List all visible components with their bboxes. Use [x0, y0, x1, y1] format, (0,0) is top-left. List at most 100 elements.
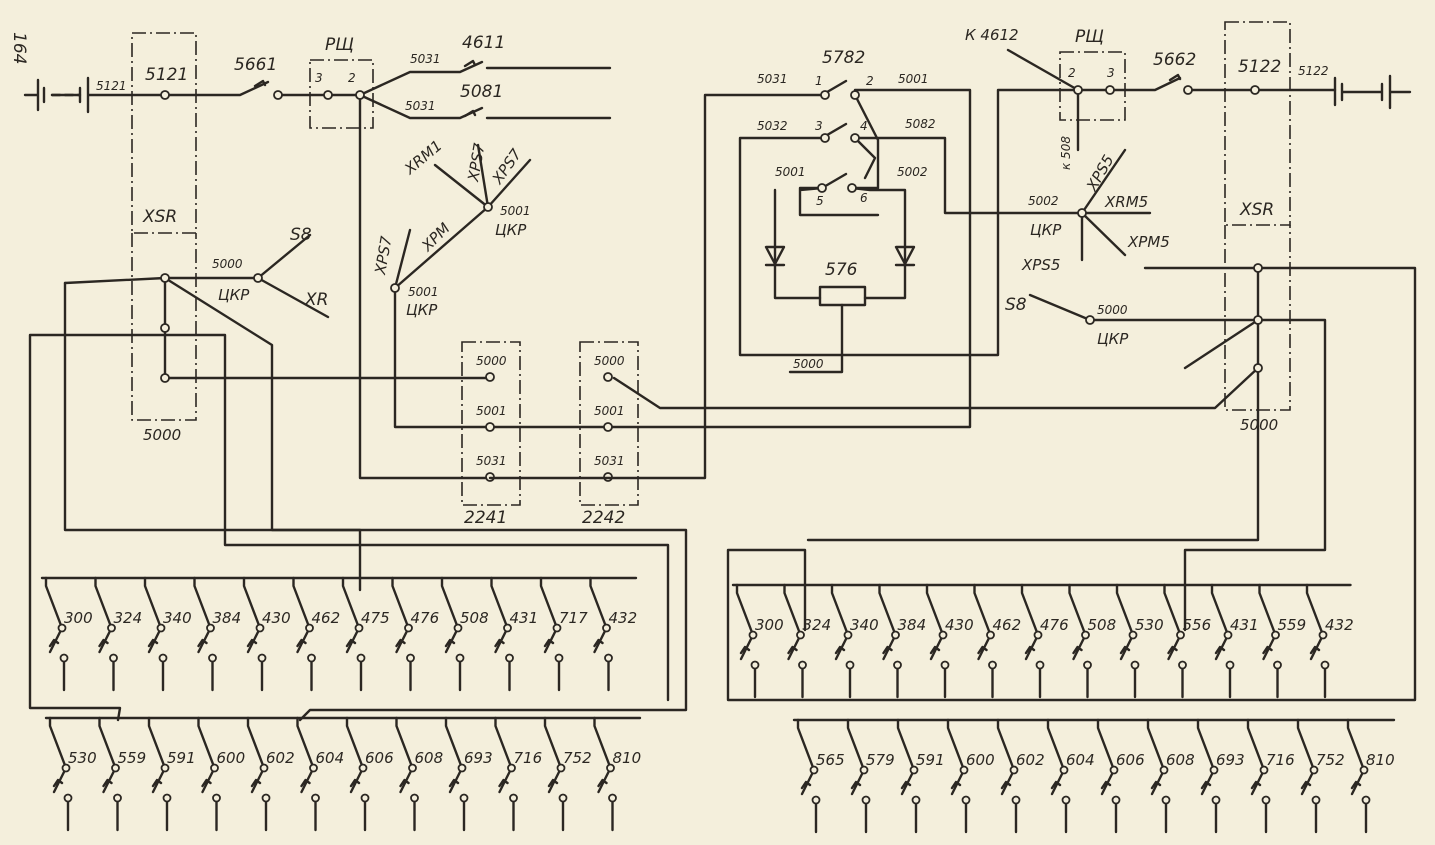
contact-label: 462	[312, 609, 341, 627]
branch-label: XRM5	[1104, 193, 1148, 211]
rsch-label: РЩ	[1075, 27, 1104, 47]
terminal-block-label: 2241	[464, 508, 507, 528]
contact-324: 324	[94, 576, 142, 692]
contact-label: 300	[755, 616, 784, 634]
pin-label: 3	[1107, 66, 1115, 80]
contact-559: 559	[98, 716, 146, 832]
pin-label: 2	[1068, 66, 1076, 80]
contact-340: 340	[143, 576, 192, 692]
wire-label: 5001	[775, 165, 806, 179]
contact-602: 602	[996, 718, 1045, 834]
contact-label: 591	[916, 751, 945, 769]
branch-label: XPS5	[1082, 152, 1117, 195]
branch-label: XPS5	[1021, 256, 1060, 274]
contact-600: 600	[946, 718, 995, 834]
contact-508: 508	[1068, 583, 1117, 699]
branch-label: XRM1	[400, 137, 445, 179]
contact-label: 431	[510, 609, 539, 627]
terminal-label: 5121	[145, 65, 188, 85]
contact-label: 2	[866, 74, 874, 88]
xsr-label: XSR	[142, 207, 177, 227]
ckr-label: ЦКР	[1097, 330, 1129, 348]
wire-label: 5000	[1097, 303, 1128, 317]
contact-label: 5	[816, 194, 824, 208]
terminal-pin-label: 5031	[594, 454, 625, 468]
contact-label: 430	[262, 609, 291, 627]
contact-label: 530	[68, 749, 97, 767]
contact-label: 556	[1183, 616, 1212, 634]
contact-label: 431	[1230, 616, 1259, 634]
terminal-pin-label: 5001	[476, 404, 507, 418]
switch-label: 5661	[234, 55, 277, 75]
contact-606: 606	[1096, 718, 1145, 834]
contact-430: 430	[925, 583, 974, 699]
contact-752: 752	[543, 716, 592, 832]
contact-label: 602	[1016, 751, 1045, 769]
contact-label: 430	[945, 616, 974, 634]
rsch-label: РЩ	[325, 35, 354, 55]
xsr-bottom-label: 5000	[143, 426, 181, 444]
contact-579: 579	[846, 718, 895, 834]
contact-label: 1	[815, 74, 823, 88]
pin-label: 2	[348, 71, 356, 85]
pin-label: 3	[315, 71, 323, 85]
contact-693: 693	[444, 716, 493, 832]
terminal-block-label: 2242	[582, 508, 625, 528]
contact-476: 476	[1020, 583, 1069, 699]
wire-label: 5002	[1028, 194, 1059, 208]
contact-label: 606	[365, 749, 394, 767]
contact-label: 384	[898, 616, 927, 634]
terminal-pin	[485, 372, 495, 382]
ckr-label: ЦКР	[406, 301, 438, 319]
contact-label: 508	[460, 609, 489, 627]
contact-label: 752	[1316, 751, 1345, 769]
contact-717: 717	[539, 576, 588, 692]
contact-810: 810	[593, 716, 641, 832]
contact-606: 606	[345, 716, 394, 832]
contact-565: 565	[796, 718, 845, 834]
contact-label: 604	[1066, 751, 1095, 769]
contact-label: 462	[993, 616, 1022, 634]
contact-label: 530	[1135, 616, 1164, 634]
contact-752: 752	[1296, 718, 1345, 834]
contact-591: 591	[147, 716, 196, 832]
contact-556: 556	[1163, 583, 1212, 699]
contact-600: 600	[197, 716, 246, 832]
contact-label: 608	[415, 749, 444, 767]
contact-label: 693	[1216, 751, 1245, 769]
contact-430: 430	[242, 576, 291, 692]
diode-icon	[764, 245, 916, 267]
wire-label: 5031	[757, 72, 788, 86]
contact-559: 559	[1258, 583, 1306, 699]
contact-label: 508	[1088, 616, 1117, 634]
branch-label: XPS7	[488, 145, 526, 188]
contact-602: 602	[246, 716, 295, 832]
ckr-label: ЦКР	[1030, 221, 1062, 239]
wire-label: 5031	[410, 52, 441, 66]
switch-label: 4611	[462, 33, 505, 53]
ckr-label: ЦКР	[495, 221, 527, 239]
wire-label: 5082	[905, 117, 936, 131]
contact-608: 608	[1146, 718, 1195, 834]
wire-label: 5031	[405, 99, 436, 113]
terminal-pin-label: 5000	[476, 354, 507, 368]
contact-label: 716	[1266, 751, 1295, 769]
contact-300: 300	[44, 576, 93, 692]
wire-label: 5001	[898, 72, 929, 86]
contact-label: 600	[217, 749, 246, 767]
relay-label: 576	[825, 260, 858, 280]
wire-label: 5121	[96, 79, 127, 93]
branch-label: XR	[304, 290, 328, 310]
switch-label: 5662	[1153, 50, 1196, 70]
switch-label: 5081	[460, 82, 503, 102]
terminal-pin-label: 5031	[476, 454, 507, 468]
wire-label: 5002	[897, 165, 928, 179]
contact-716: 716	[1246, 718, 1295, 834]
contact-384: 384	[193, 576, 241, 692]
contact-label: 6	[860, 191, 868, 205]
terminal-block-2241: 5000 5001 5031 2241	[461, 341, 521, 528]
wire-label: 5000	[212, 257, 243, 271]
ckr-label: ЦКР	[218, 286, 250, 304]
